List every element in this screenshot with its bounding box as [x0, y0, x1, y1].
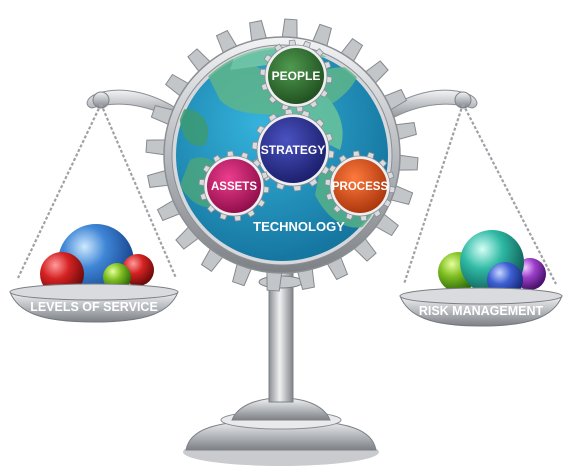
- right-pan-label: RISK MANAGEMENT: [419, 304, 544, 318]
- cog-label-people: PEOPLE: [272, 69, 321, 83]
- scale-pole: [268, 269, 294, 403]
- scale-base: [183, 397, 379, 466]
- cog-group: [198, 39, 396, 222]
- cog-people: [268, 48, 324, 104]
- cog-strategy: [260, 117, 326, 183]
- cog-label-strategy: STRATEGY: [261, 143, 325, 157]
- left-pan-label: LEVELS OF SERVICE: [30, 300, 158, 314]
- cog-label-assets: ASSETS: [211, 181, 257, 193]
- right-chains: [402, 103, 557, 285]
- left-chains: [17, 103, 178, 279]
- left-spheres: [40, 224, 154, 300]
- scale-beam: [86, 89, 478, 125]
- technology-label: TECHNOLOGY: [253, 219, 345, 234]
- left-pan: LEVELS OF SERVICE: [9, 283, 179, 323]
- cog-process: [333, 159, 387, 213]
- right-pan: RISK MANAGEMENT: [399, 287, 563, 327]
- cog-assets: [207, 159, 261, 213]
- cog-label-process: PROCESS: [332, 181, 389, 193]
